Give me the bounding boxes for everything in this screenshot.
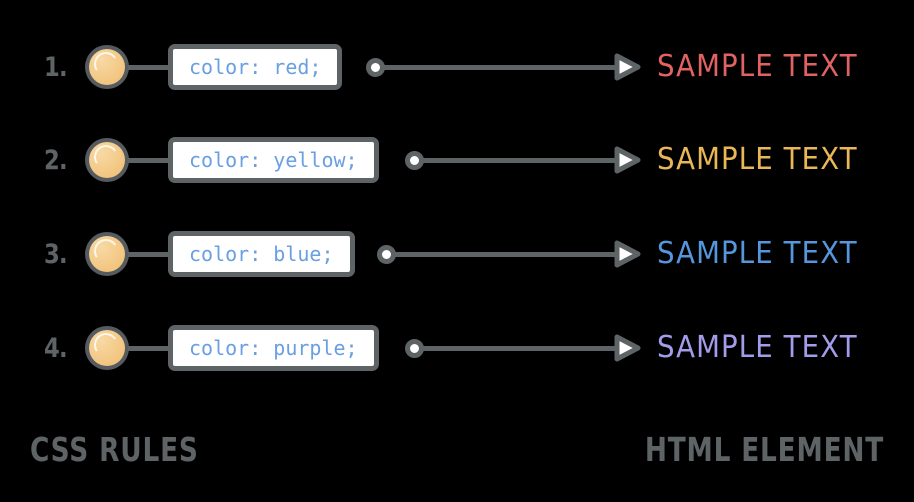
rule-row: 2. color: yellow; SAMPLE TEXT xyxy=(0,128,914,192)
flow-line xyxy=(419,157,623,163)
orange-circle-icon xyxy=(85,232,129,276)
orange-circle-icon xyxy=(85,45,129,89)
rule-index-2: 2. xyxy=(44,144,68,176)
output-sample-text-4: SAMPLE TEXT xyxy=(657,330,858,365)
rule-index-1: 1. xyxy=(44,51,68,83)
bullet-connector-line xyxy=(128,64,168,70)
arrow-right-icon xyxy=(614,240,641,268)
css-rule-box-2[interactable]: color: yellow; xyxy=(168,137,379,183)
css-rule-box-1[interactable]: color: red; xyxy=(168,44,343,90)
bullet-core xyxy=(89,236,125,272)
output-sample-text-1: SAMPLE TEXT xyxy=(657,49,858,84)
output-node-dot[interactable] xyxy=(377,244,396,264)
css-rule-box-4[interactable]: color: purple; xyxy=(168,325,379,371)
css-declaration-text: color: purple; xyxy=(189,336,358,360)
rule-row: 1. color: red; SAMPLE TEXT xyxy=(0,35,914,99)
css-declaration-text: color: blue; xyxy=(189,242,334,266)
output-node-dot[interactable] xyxy=(405,150,424,170)
bullet-connector-line xyxy=(128,251,168,257)
bullet-core xyxy=(89,330,125,366)
caption-css-rules: CSS RULES xyxy=(30,430,199,469)
output-sample-text-2: SAMPLE TEXT xyxy=(657,142,858,177)
bullet-connector-line xyxy=(128,345,168,351)
flow-line xyxy=(380,64,623,70)
css-declaration-text: color: red; xyxy=(189,55,322,79)
orange-circle-icon xyxy=(85,138,129,182)
output-node-dot[interactable] xyxy=(405,338,424,358)
output-sample-text-3: SAMPLE TEXT xyxy=(657,236,858,271)
output-node-dot[interactable] xyxy=(366,57,385,77)
rule-index-3: 3. xyxy=(44,238,68,270)
flow-line xyxy=(391,251,623,257)
arrow-right-icon xyxy=(614,334,641,362)
orange-circle-icon xyxy=(85,326,129,370)
caption-html-element: HTML ELEMENT xyxy=(644,430,884,469)
rule-row: 3. color: blue; SAMPLE TEXT xyxy=(0,222,914,286)
bullet-core xyxy=(89,49,125,85)
rule-index-4: 4. xyxy=(44,332,68,364)
rule-row: 4. color: purple; SAMPLE TEXT xyxy=(0,316,914,380)
css-declaration-text: color: yellow; xyxy=(189,148,358,172)
css-rule-box-3[interactable]: color: blue; xyxy=(168,231,355,277)
bullet-core xyxy=(89,142,125,178)
bullet-connector-line xyxy=(128,157,168,163)
arrow-right-icon xyxy=(614,53,641,81)
flow-line xyxy=(419,345,623,351)
arrow-right-icon xyxy=(614,146,641,174)
